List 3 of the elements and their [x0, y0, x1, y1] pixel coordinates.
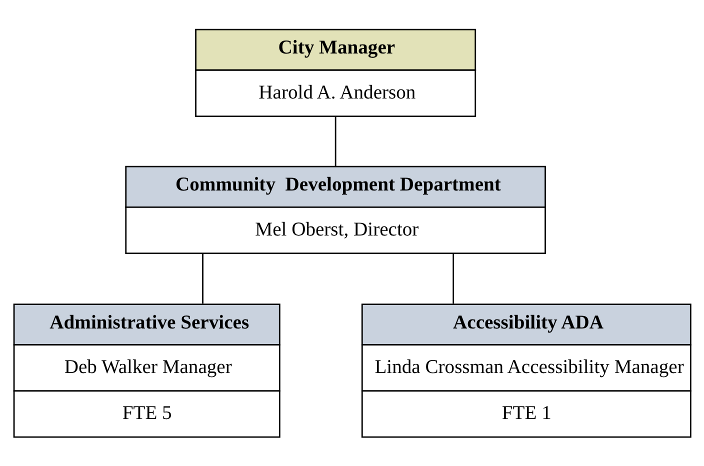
- connector: [202, 254, 204, 304]
- connector: [334, 116, 336, 166]
- connector: [452, 254, 454, 304]
